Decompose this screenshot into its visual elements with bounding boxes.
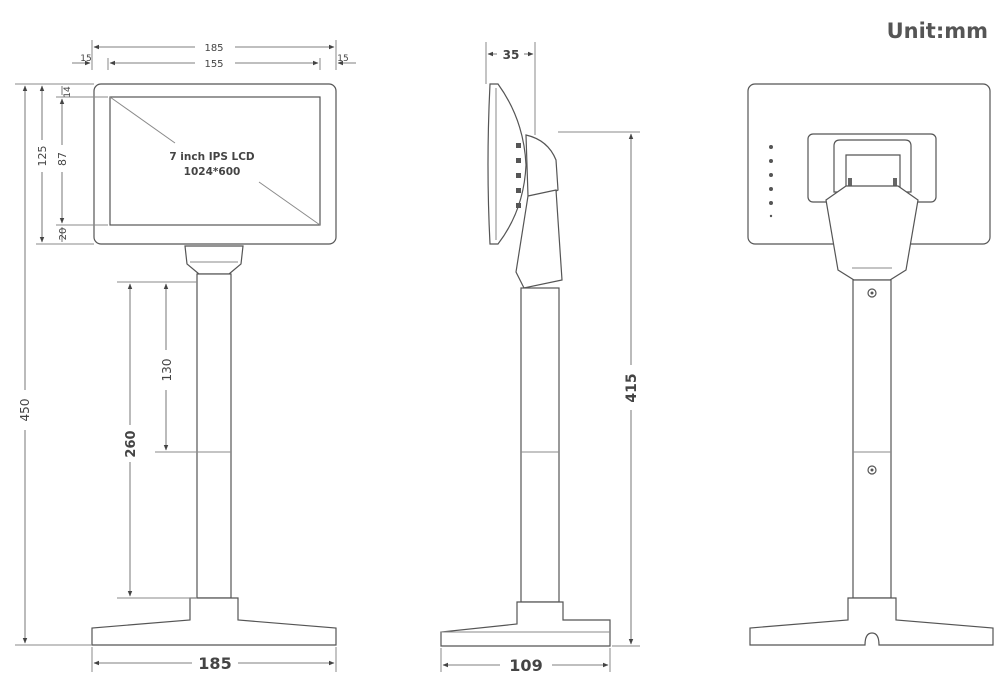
dim-15-left: 15 xyxy=(80,54,91,64)
dim-125: 125 xyxy=(36,146,49,167)
side-neck xyxy=(515,189,563,289)
dim-130: 130 xyxy=(160,359,174,382)
dim-20: 20 xyxy=(58,228,69,241)
front-base xyxy=(91,597,337,646)
dim-87: 87 xyxy=(56,152,69,166)
side-display xyxy=(487,83,527,245)
dim-185-bottom: 185 xyxy=(198,654,231,673)
dim-109: 109 xyxy=(509,656,542,675)
back-pole xyxy=(852,279,892,599)
back-view xyxy=(747,83,994,646)
side-base xyxy=(440,601,611,647)
dim-185-top: 185 xyxy=(204,43,223,54)
front-top-dimensions: 185 155 15 15 xyxy=(72,40,356,70)
screen-spec-line1: 7 inch IPS LCD xyxy=(169,151,255,163)
back-neck xyxy=(825,185,919,281)
side-dimensions: 35 415 109 xyxy=(440,42,640,675)
unit-label: Unit:mm xyxy=(887,19,988,43)
front-neck xyxy=(184,245,244,275)
screen-diagonal-left xyxy=(109,96,176,144)
front-pole-dimensions: 260 130 xyxy=(117,281,197,599)
side-view xyxy=(440,83,611,647)
screen-spec-line2: 1024*600 xyxy=(184,166,241,178)
front-screen-area xyxy=(109,96,321,226)
side-pole xyxy=(520,287,560,603)
dim-15-right: 15 xyxy=(337,54,348,64)
screen-diagonal-right xyxy=(258,181,321,226)
front-bottom-dimension: 185 xyxy=(91,647,337,673)
front-left-dimensions: 450 125 14 87 20 xyxy=(15,83,108,646)
dim-35: 35 xyxy=(503,48,520,62)
dim-415: 415 xyxy=(624,373,640,402)
back-base xyxy=(749,597,994,646)
front-pole xyxy=(196,273,232,599)
front-view: 7 inch IPS LCD 1024*600 xyxy=(91,83,337,646)
dim-260: 260 xyxy=(124,430,139,457)
dim-450: 450 xyxy=(18,399,32,422)
dim-155: 155 xyxy=(204,59,223,70)
dim-14: 14 xyxy=(63,86,73,98)
